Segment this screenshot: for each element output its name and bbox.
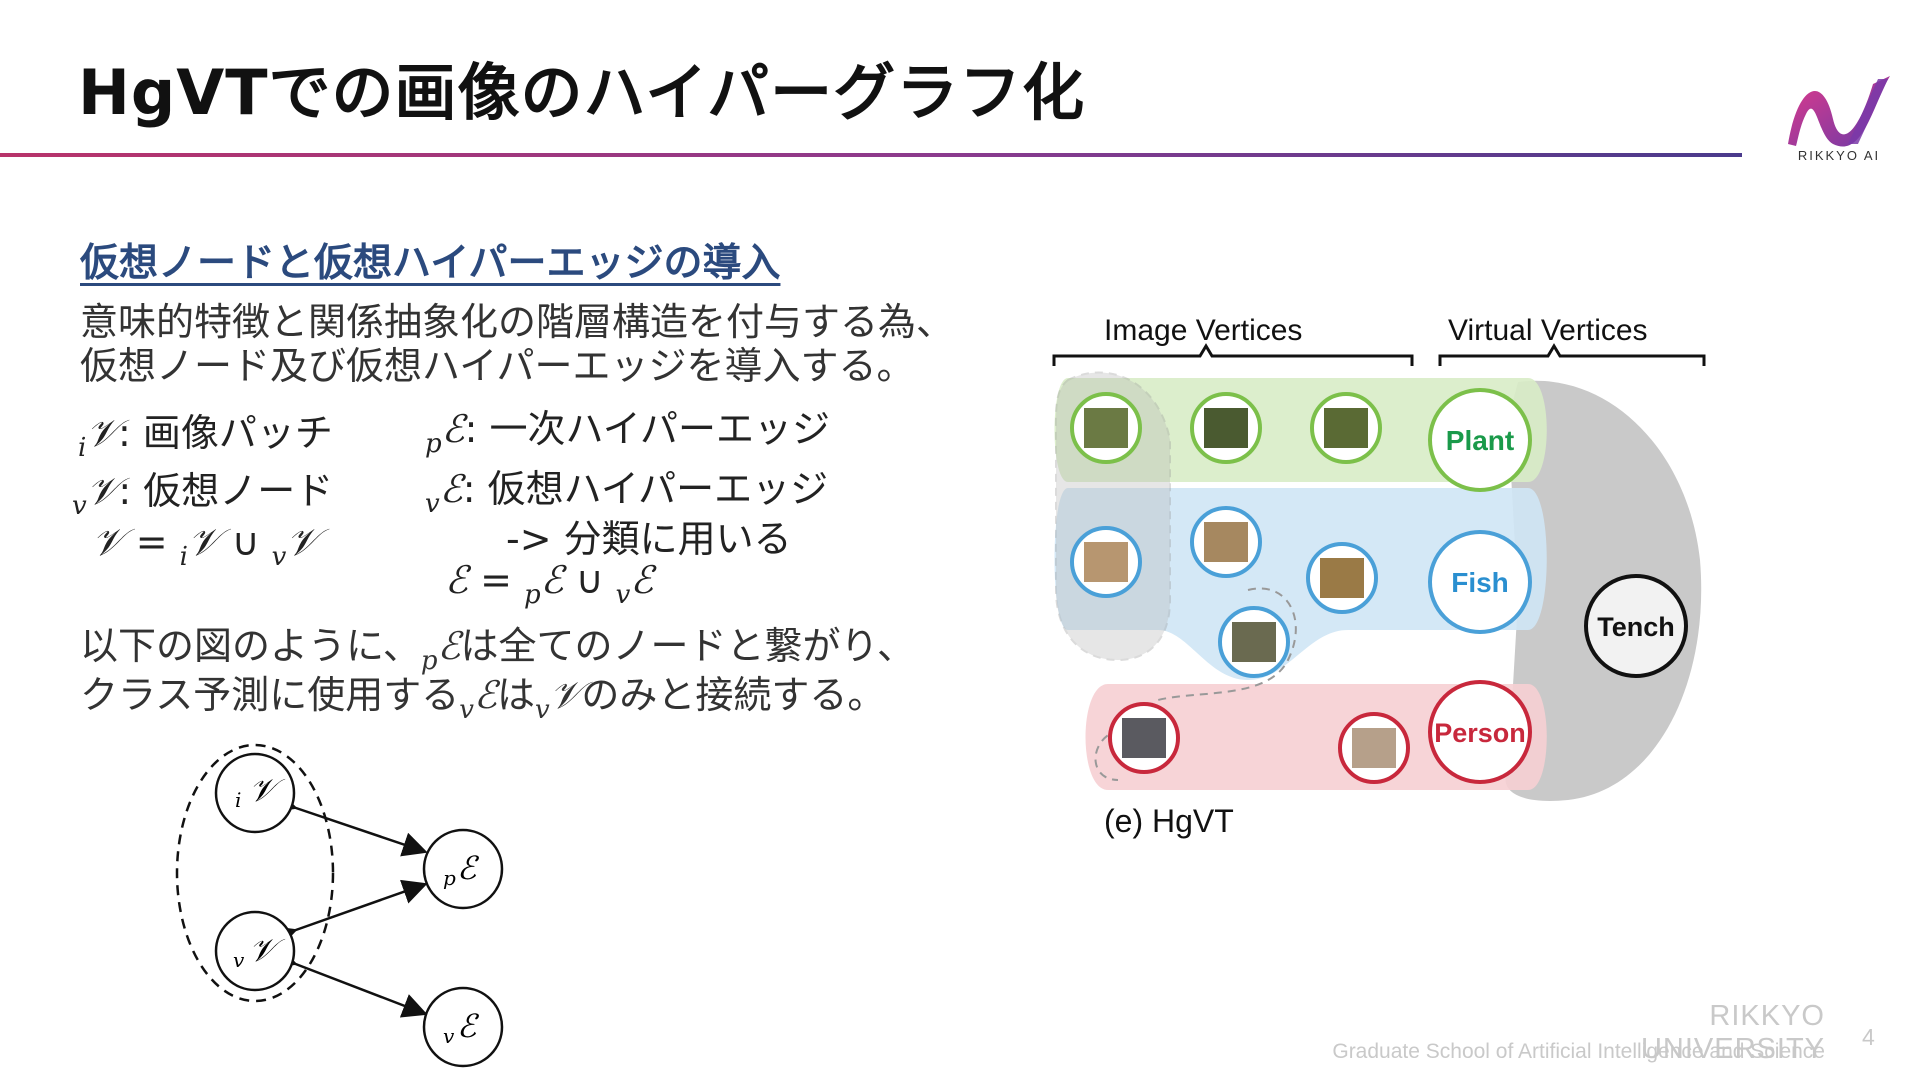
pe-sub: p — [443, 866, 456, 890]
tench-node — [1584, 574, 1688, 678]
def-virtual-hyperedge-note: -> 分類に用いる — [506, 517, 792, 561]
iv-sub: i — [235, 788, 241, 812]
def-virtual-node: v𝒱: 仮想ノード — [72, 469, 334, 521]
connection-line-2: クラス予測に使用するvℰはv𝒱のみと接続する。 — [80, 673, 886, 725]
edge-vv-ve — [269, 944, 428, 1018]
footer-university: RIKKYO UNIVERSITY — [1640, 1000, 1825, 1065]
vertex-set-boundary — [175, 743, 335, 1003]
hyperedge-diagram: i 𝒱 v 𝒱 p ℰ v ℰ — [175, 743, 504, 1068]
hgvt-figure: Image Vertices Virtual Vertices Plant Fi… — [1052, 314, 1706, 839]
intro-line-1: 意味的特徴と関係抽象化の階層構造を付与する為、 — [80, 300, 955, 344]
def-image-patch: i𝒱: 画像パッチ — [78, 411, 333, 463]
plant-band — [1054, 378, 1547, 482]
connection-line-1: 以下の図のように、pℰは全てのノードと繋がり、 — [80, 624, 916, 676]
edge-iv-pe — [270, 788, 428, 857]
def-vertex-union: 𝒱 = i𝒱 ∪ v𝒱 — [92, 520, 318, 572]
intro-paragraph: 意味的特徴と関係抽象化の階層構造を付与する為、 仮想ノード及び仮想ハイパーエッジ… — [80, 300, 954, 388]
tench-label: Tench — [1597, 612, 1675, 642]
edge-vv-pe — [269, 879, 428, 950]
ve-sub: v — [443, 1024, 455, 1048]
title-divider — [0, 153, 1742, 157]
pe-label: ℰ — [457, 849, 480, 887]
vv-sub: v — [233, 948, 245, 972]
intro-line-2: 仮想ノード及び仮想ハイパーエッジを導入する。 — [80, 344, 915, 388]
fish-label: Fish — [1451, 567, 1509, 598]
connection-paragraph: 以下の図のように、pℰは全てのノードと繋がり、 クラス予測に使用するvℰはv𝒱の… — [80, 624, 916, 725]
fish-band — [1054, 488, 1547, 680]
def-edge-union: ℰ = pℰ ∪ vℰ — [445, 558, 654, 610]
node-virtual-vertex — [214, 910, 296, 992]
node-virtual-hyperedge — [422, 986, 504, 1068]
hgvt-caption: (e) HgVT — [1104, 803, 1234, 839]
fish-node — [1428, 530, 1532, 634]
person-label: Person — [1434, 718, 1526, 748]
page-title: HgVTでの画像のハイパーグラフ化 — [78, 56, 1086, 129]
node-primary-hyperedge — [422, 828, 504, 910]
ve-label: ℰ — [457, 1007, 480, 1045]
image-vertices-bracket — [1052, 343, 1414, 366]
image-vertices-label: Image Vertices — [1104, 314, 1302, 347]
fish-person-dashed — [1094, 587, 1297, 781]
rikkyo-ai-logo — [1788, 76, 1890, 147]
person-node — [1428, 680, 1532, 784]
section-heading: 仮想ノードと仮想ハイパーエッジの導入 — [80, 241, 781, 286]
plant-node — [1428, 388, 1532, 492]
virtual-vertices-label: Virtual Vertices — [1448, 314, 1648, 347]
def-virtual-hyperedge: vℰ: 仮想ハイパーエッジ — [425, 467, 829, 519]
patch-node — [1070, 392, 1410, 784]
plant-label: Plant — [1446, 425, 1514, 456]
person-band — [1085, 684, 1547, 790]
def-primary-hyperedge: pℰ: 一次ハイパーエッジ — [425, 407, 831, 459]
logo-text: RIKKYO AI — [1797, 148, 1881, 163]
node-image-vertex — [214, 752, 296, 834]
virtual-vertices-bracket — [1438, 343, 1706, 366]
page-number: 4 — [1862, 1024, 1875, 1050]
footer-school: Graduate School of Artificial Intelligen… — [1332, 1040, 1825, 1063]
